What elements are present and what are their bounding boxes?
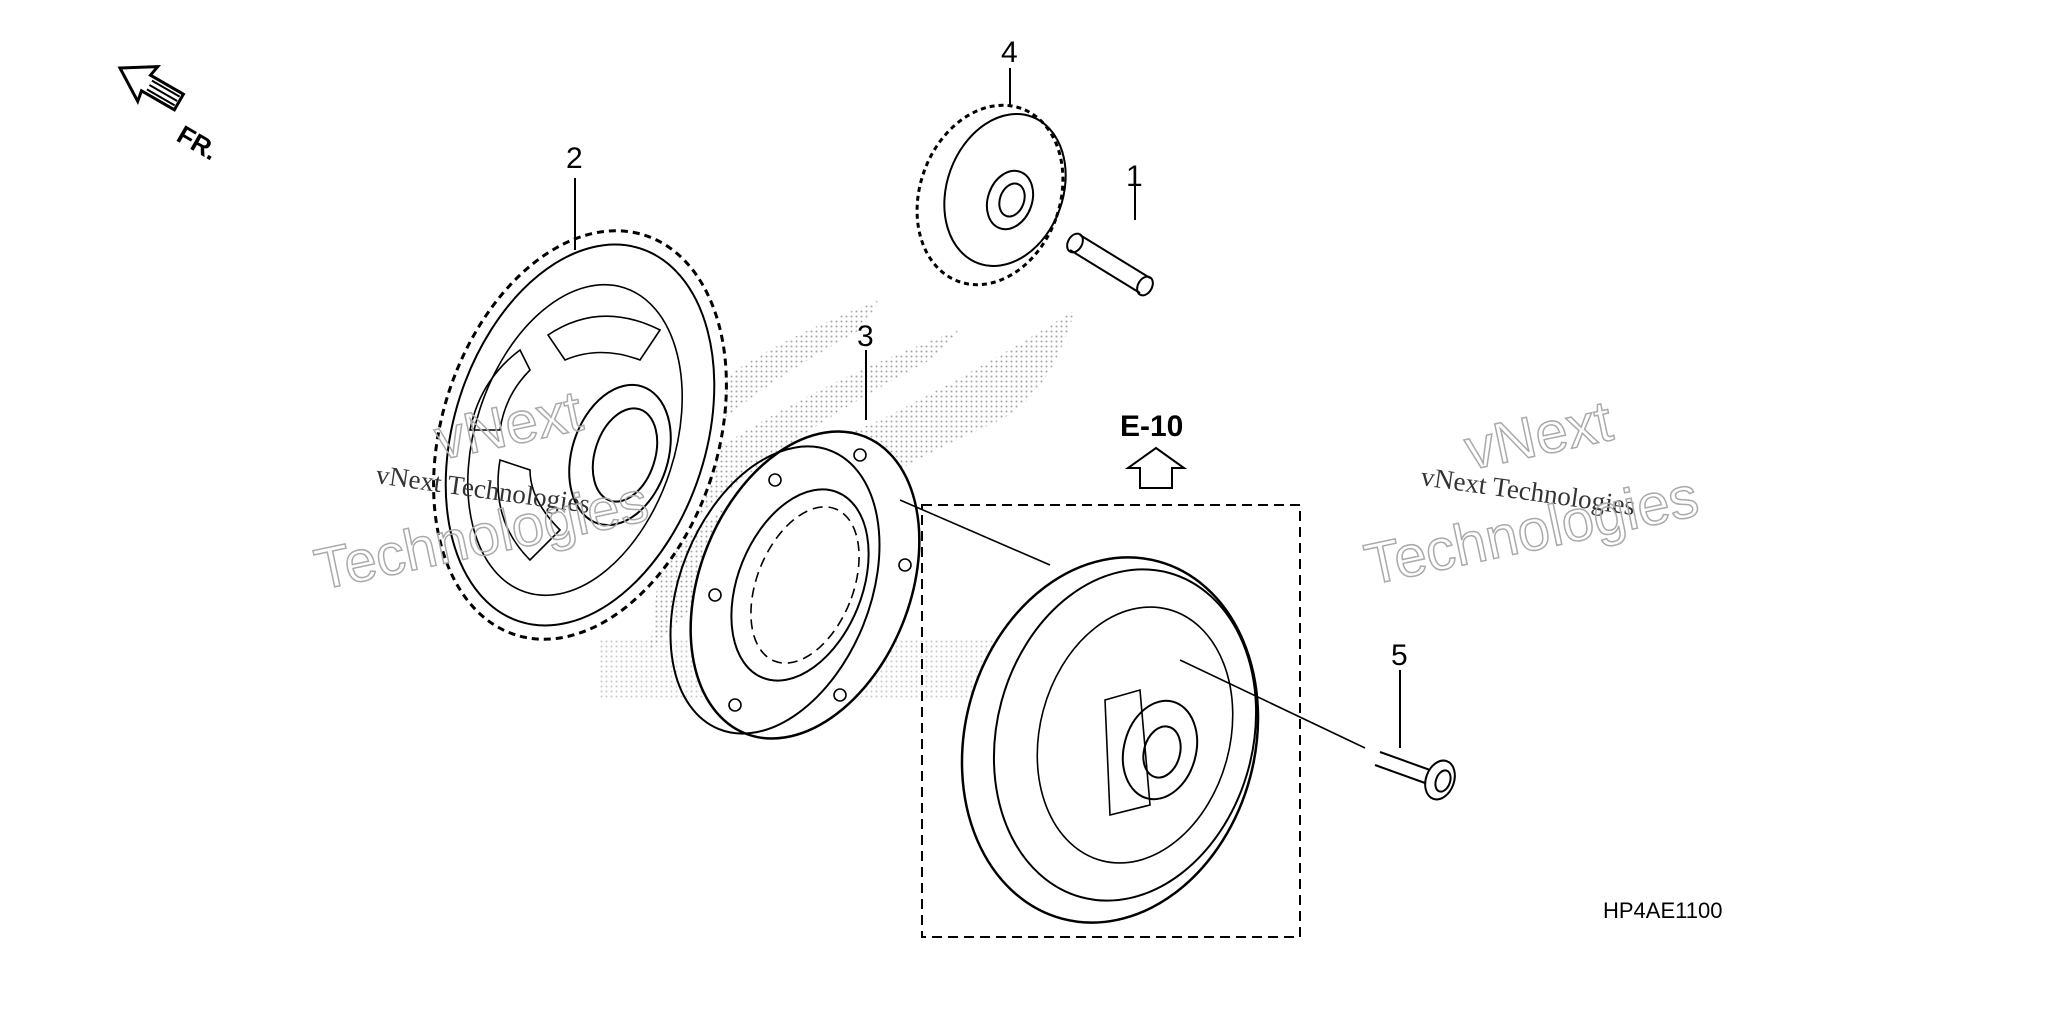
starter-reduction-gear — [915, 103, 1067, 287]
callout-1: 1 — [1126, 160, 1143, 193]
section-reference-arrow — [1124, 446, 1188, 489]
leader-lines — [574, 68, 1401, 749]
watermark-right: vNext Technologies vNext Technologies — [1358, 388, 1704, 599]
starter-driven-gear — [432, 229, 728, 641]
watermark-text-large: vNext — [1459, 388, 1618, 482]
callout-5: 5 — [1391, 639, 1408, 672]
callout-3: 3 — [857, 320, 874, 353]
front-direction-arrow — [117, 65, 186, 112]
figure-code: HP4AE1100 — [1603, 898, 1722, 923]
section-reference: E-10 — [1120, 410, 1183, 443]
flywheel-bolt — [1374, 751, 1456, 801]
callout-2: 2 — [566, 142, 583, 175]
reference-group-box — [921, 504, 1301, 938]
reduction-gear-shaft — [1066, 232, 1154, 297]
front-direction-label: FR. — [172, 119, 223, 166]
flywheel — [960, 556, 1260, 924]
one-way-clutch — [669, 430, 921, 740]
callout-4: 4 — [1001, 36, 1018, 69]
